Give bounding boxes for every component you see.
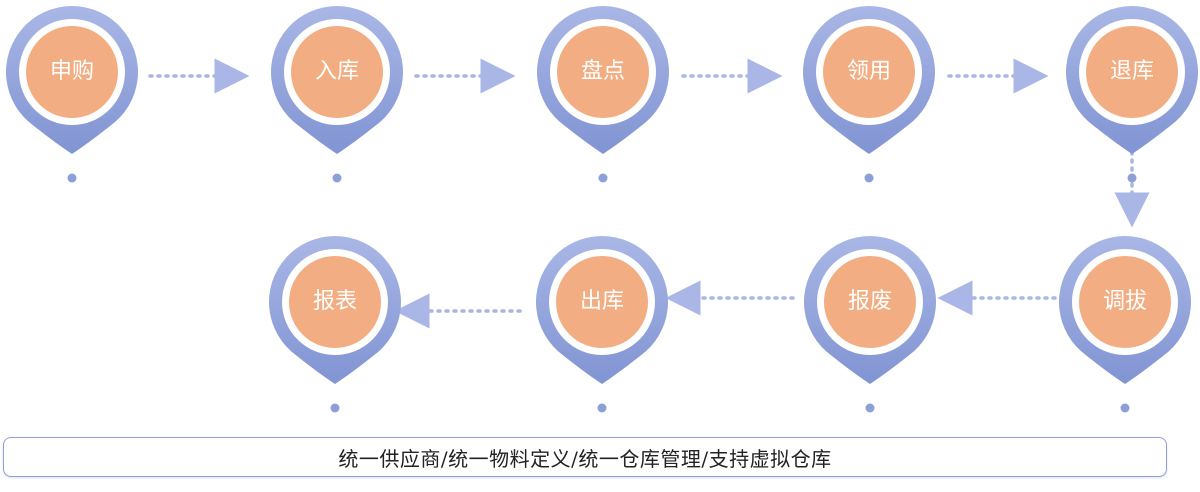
pin-ground-dot: [1127, 173, 1137, 183]
pin-ground-dot: [330, 403, 340, 413]
location-pin: [803, 6, 935, 183]
pin-ground-dot: [864, 173, 874, 183]
step-label-scrap: 报废: [847, 289, 892, 314]
pins: [6, 5, 1198, 413]
pin-ground-dot: [67, 173, 77, 183]
pin-core: [823, 26, 915, 118]
pin-core: [291, 26, 383, 118]
pin-core: [26, 26, 118, 118]
location-pin: [271, 6, 403, 183]
location-pin: [269, 236, 401, 413]
location-pin: [1066, 5, 1198, 183]
pin-ground-dot: [598, 173, 608, 183]
pin-core: [289, 256, 381, 348]
pin-core: [557, 26, 649, 118]
location-pin: [1059, 235, 1192, 413]
step-label-requisition: 领用: [846, 59, 891, 84]
pin-core: [1079, 256, 1171, 348]
pin-ground-dot: [1120, 403, 1130, 413]
location-pin: [537, 6, 669, 183]
step-label-return: 退库: [1109, 59, 1154, 84]
step-label-inventory-count: 盘点: [580, 59, 625, 84]
pin-ground-dot: [332, 173, 342, 183]
pin-core: [556, 256, 648, 348]
caption-text: 统一供应商/统一物料定义/统一仓库管理/支持虚拟仓库: [338, 446, 832, 471]
pin-ground-dot: [865, 403, 875, 413]
step-label-apply-purchase: 申购: [49, 59, 94, 84]
step-label-transfer: 调拔: [1102, 289, 1147, 314]
location-pin: [536, 235, 668, 413]
pin-core: [824, 256, 916, 348]
step-label-inbound: 入库: [314, 59, 359, 84]
pin-core: [1086, 26, 1178, 118]
caption-box: 统一供应商/统一物料定义/统一仓库管理/支持虚拟仓库: [3, 437, 1167, 477]
step-label-outbound: 出库: [579, 289, 624, 314]
connectors: [148, 58, 1150, 329]
pin-ground-dot: [597, 403, 607, 413]
location-pin: [6, 6, 139, 183]
step-label-report: 报表: [312, 289, 357, 314]
location-pin: [804, 235, 937, 413]
